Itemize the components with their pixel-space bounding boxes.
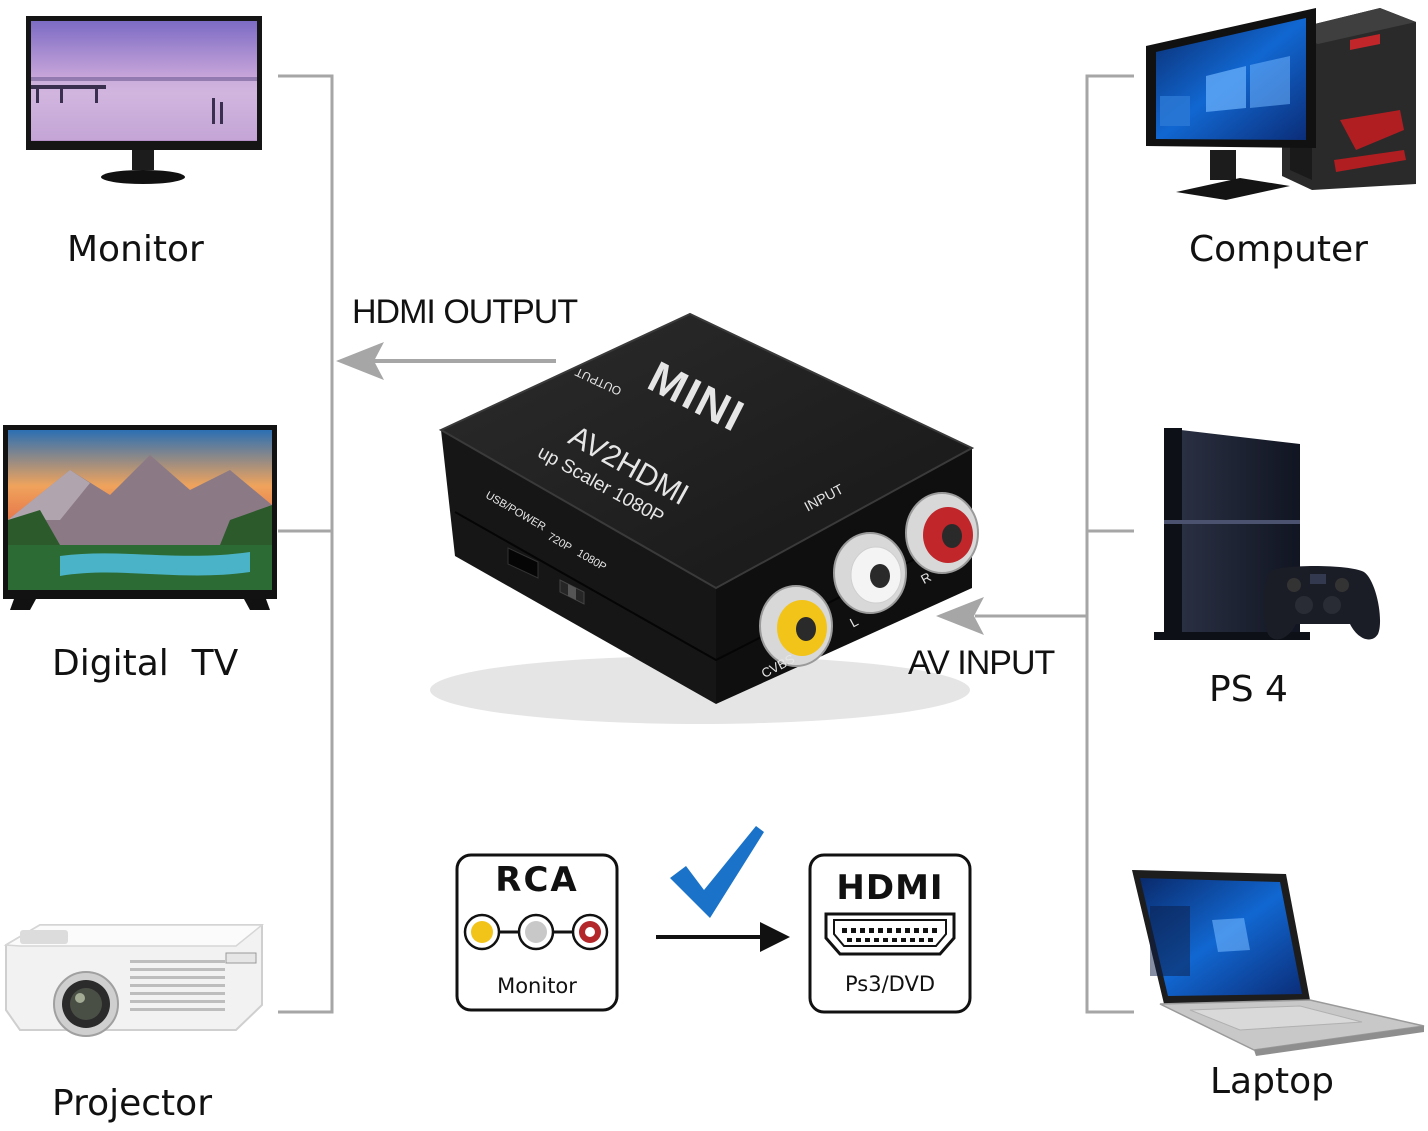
- hdmi-port-icon: [824, 912, 956, 956]
- tv-icon: [3, 425, 277, 610]
- monitor-icon: [26, 16, 262, 184]
- input-arrow: [936, 597, 984, 635]
- output-arrow: [336, 342, 556, 380]
- rca-title: RCA: [495, 860, 578, 900]
- rca-box: RCA Monitor: [455, 853, 619, 1012]
- output-device-tv-label: Digital TV: [52, 643, 239, 684]
- input-device-computer-label: Computer: [1189, 229, 1368, 270]
- output-device-projector-label: Projector: [52, 1083, 212, 1124]
- input-bracket: [975, 74, 1134, 1014]
- jack-left-icon: [833, 532, 907, 614]
- jack-right-icon: [905, 492, 979, 574]
- projector-icon: [3, 924, 265, 1037]
- laptop-icon: [1132, 870, 1425, 1056]
- input-device-ps4-label: PS 4: [1209, 669, 1288, 710]
- desktop-computer-icon: [1146, 8, 1416, 200]
- checkmark-icon: [670, 826, 764, 918]
- av-input-label: AV INPUT: [908, 644, 1055, 682]
- output-device-monitor-label: Monitor: [67, 229, 204, 270]
- arrow-right-icon: [656, 922, 790, 952]
- jack-video-icon: [759, 585, 833, 667]
- hdmi-output-label: HDMI OUTPUT: [352, 293, 578, 331]
- game-console-icon: [1154, 428, 1381, 640]
- rca-caption: Monitor: [497, 974, 577, 998]
- hdmi-title: HDMI: [836, 868, 943, 908]
- hdmi-caption: Ps3/DVD: [845, 972, 935, 996]
- rca-plugs-icon: [463, 913, 609, 951]
- output-bracket: [278, 74, 334, 1014]
- hdmi-box: HDMI Ps3/DVD: [808, 853, 972, 1014]
- input-device-laptop-label: Laptop: [1210, 1061, 1334, 1102]
